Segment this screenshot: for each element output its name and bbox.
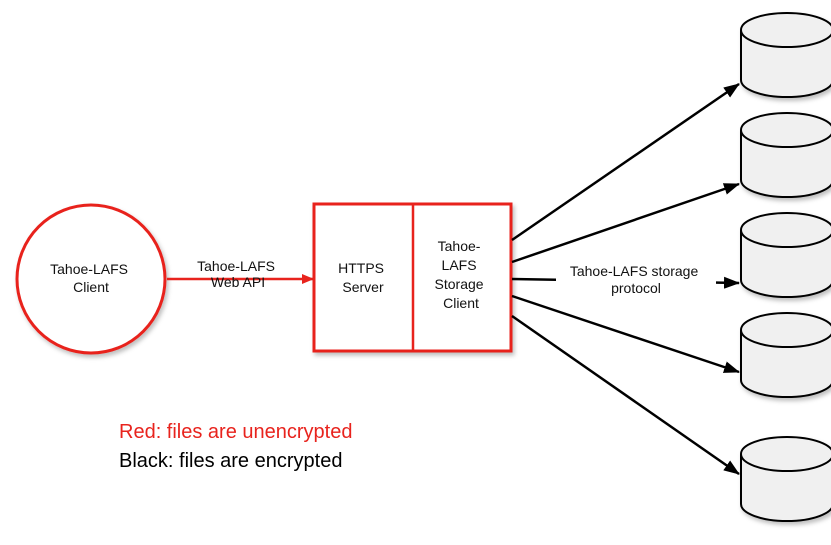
web-api-label-line1: Tahoe-LAFS [197,258,275,274]
legend-red-line: Red: files are unencrypted [119,421,352,443]
storage-arrow-1 [511,82,740,242]
web-api-label-line2: Web API [211,274,265,290]
storage-servers [740,12,831,522]
storage-server-3-icon [740,212,831,298]
storage-client-label-line2: LAFS [442,257,477,273]
storage-connections: Tahoe-LAFS storage protocol [511,82,740,476]
client-label-line1: Tahoe-LAFS [50,261,128,277]
svg-text:Tahoe- LAFS Storag: Tahoe- LAFS Storage Client [435,238,488,311]
storage-protocol-label-line2: protocol [611,280,661,296]
storage-protocol-label-bg [556,262,716,298]
storage-server-2-icon [740,112,831,198]
storage-arrow-2 [511,182,740,264]
storage-server-4-icon [740,312,831,398]
svg-text:Tahoe-LAFS storage proto: Tahoe-LAFS storage protocol [570,263,702,296]
storage-arrow-5 [511,314,740,476]
client-circle [15,203,167,355]
legend: Red: files are unencrypted Black: files … [119,421,352,472]
storage-client-label-line1: Tahoe- [438,238,481,254]
server-box: HTTPS Server Tahoe- LAFS Storage Client [312,202,513,353]
https-server-label-line1: HTTPS [338,260,384,276]
legend-black-line: Black: files are encrypted [119,450,342,472]
svg-text:Tahoe-LAFS Web API: Tahoe-LAFS Web API [197,258,279,290]
web-api-connection: Tahoe-LAFS Web API [167,258,314,290]
client-label-line2: Client [73,279,109,295]
https-server-label-line2: Server [342,279,384,295]
storage-client-label-line4: Client [443,295,479,311]
storage-arrow-4 [511,294,740,374]
svg-text:Tahoe-LAFS Client: Tahoe-LAFS Client [50,261,132,295]
storage-protocol-label-line1: Tahoe-LAFS storage [570,263,699,279]
storage-client-label-line3: Storage [435,276,484,292]
storage-server-1-icon [740,12,831,98]
client-node: Tahoe-LAFS Client [15,203,167,355]
svg-text:HTTPS Server: HTTPS Server [338,260,388,295]
storage-server-5-icon [740,436,831,522]
